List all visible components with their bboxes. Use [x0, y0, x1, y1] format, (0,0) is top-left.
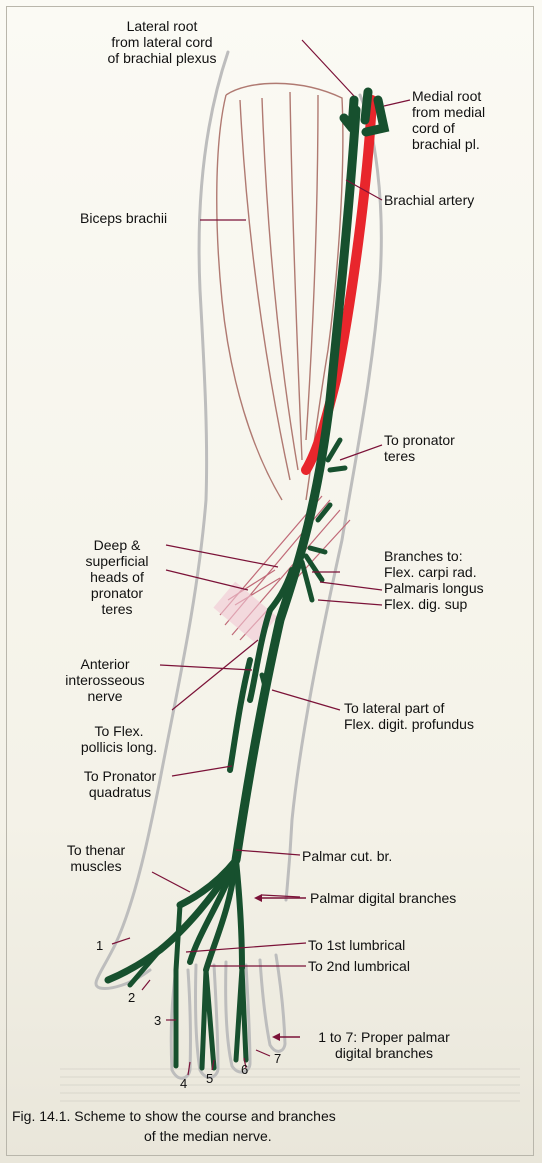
label-lateral-root: Lateral root from lateral cord of brachi…	[66, 18, 258, 66]
label-first-lumbrical: To 1st lumbrical	[308, 937, 405, 953]
label-proper-palmar: 1 to 7: Proper palmar digital branches	[300, 1029, 468, 1061]
label-medial-root: Medial root from medial cord of brachial…	[412, 88, 485, 152]
digit-number: 4	[180, 1076, 187, 1091]
label-palmar-digital: Palmar digital branches	[310, 890, 456, 906]
label-thenar: To thenar muscles	[46, 842, 146, 874]
digit-number: 3	[154, 1013, 161, 1028]
arrowhead-icon	[254, 894, 262, 902]
label-flex-pollicis: To Flex. pollicis long.	[68, 723, 170, 755]
label-brachial-artery: Brachial artery	[384, 192, 474, 208]
label-branches-to: Branches to: Flex. carpi rad. Palmaris l…	[384, 548, 484, 612]
label-pronator-quadratus: To Pronator quadratus	[64, 768, 176, 800]
label-palmar-cut: Palmar cut. br.	[302, 848, 392, 864]
label-deep-superficial-heads: Deep & superficial heads of pronator ter…	[62, 537, 172, 617]
digit-number: 6	[241, 1062, 248, 1077]
label-anterior-interosseous: Anterior interosseous nerve	[42, 656, 168, 704]
digit-number: 5	[206, 1071, 213, 1086]
label-pronator-teres: To pronator teres	[384, 432, 455, 464]
arrowhead-icon	[272, 1033, 280, 1041]
label-lateral-fdp: To lateral part of Flex. digit. profundu…	[344, 700, 474, 732]
label-second-lumbrical: To 2nd lumbrical	[308, 958, 410, 974]
caption-line-2: of the median nerve.	[12, 1126, 512, 1146]
label-biceps: Biceps brachii	[80, 210, 167, 226]
digit-number: 2	[128, 990, 135, 1005]
figure-caption: Fig. 14.1. Scheme to show the course and…	[12, 1106, 512, 1146]
digit-number: 7	[274, 1051, 281, 1066]
digit-number: 1	[96, 938, 103, 953]
caption-line-1: Fig. 14.1. Scheme to show the course and…	[12, 1108, 336, 1124]
